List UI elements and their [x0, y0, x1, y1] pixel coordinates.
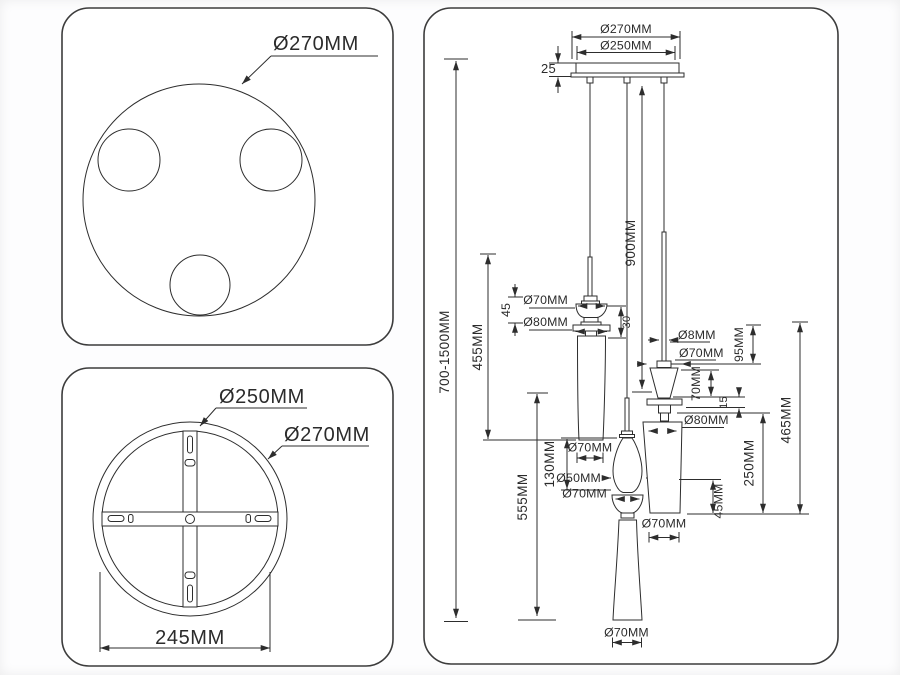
right-rod-dia-text: Ø8MM [678, 328, 716, 342]
panel-border [61, 7, 394, 346]
label-bracket-outer-diameter: Ø270MM [267, 424, 370, 460]
label-left-top-diameter: Ø70MM [523, 293, 605, 309]
canopy-outer-dia-text: Ø270MM [600, 22, 652, 36]
left-disc-dia-text: Ø80MM [523, 315, 568, 329]
label-plate-diameter: Ø270MM [241, 33, 378, 85]
pendant-middle [611, 430, 644, 621]
middle-cone-shade [612, 519, 643, 621]
dim-left-hub-height: 30 [607, 305, 633, 339]
left-cone-shade [576, 335, 607, 441]
left-hub-height-text: 30 [621, 316, 633, 329]
canopy-outer-circle [92, 421, 288, 617]
right-shade-top-dia-text: Ø80MM [684, 413, 729, 427]
dim-canopy-inner: Ø250MM [576, 39, 676, 60]
middle-glass-height-text: 555MM [515, 473, 530, 520]
dim-right-cone-height: 70MM [673, 366, 745, 401]
middle-globe-dia-text: Ø50MM [556, 471, 601, 485]
right-cone-height-text: 70MM [689, 366, 703, 401]
overall-height-text: 700-1500MM [437, 310, 452, 394]
cord-length-text: 900MM [623, 219, 638, 266]
plate-outline [82, 83, 316, 317]
plate-hole-right [239, 128, 303, 192]
dim-canopy-outer: Ø270MM [571, 22, 681, 59]
label-right-rod-diameter: Ø8MM [648, 328, 716, 343]
right-cone-top-dia-text: Ø70MM [679, 346, 724, 360]
mounting-cross-bracket [101, 430, 279, 608]
right-shade-bottom-dia-text: Ø70MM [642, 517, 687, 531]
middle-top-glass-text: 130MM [542, 440, 557, 487]
canopy-inner-dia-text: Ø250MM [600, 39, 652, 53]
left-disc [572, 324, 611, 332]
middle-shade-bottom-dia-text: Ø70MM [604, 626, 649, 640]
left-shade-bottom-dia-text: Ø70MM [568, 441, 613, 455]
plate-diameter-text: Ø270MM [273, 33, 359, 55]
plate-hole-bottom [169, 254, 231, 316]
plate-hole-left [97, 128, 161, 192]
pendant-right [642, 360, 683, 514]
panel-border [423, 7, 839, 665]
right-disc [646, 398, 683, 406]
ceiling-canopy [570, 62, 685, 84]
dim-overall-height: 700-1500MM [437, 58, 468, 622]
canopy-thickness-text: 25 [541, 61, 556, 76]
right-funnel-glass [649, 367, 679, 399]
panel-top-view: Ø270MM [61, 7, 394, 346]
bracket-width-text: 245MM [155, 627, 225, 649]
dim-right-assembly-height: 465MM [687, 321, 809, 515]
dim-right-spacer: 15 [686, 387, 745, 418]
middle-bowl-dia-text: Ø70MM [562, 487, 607, 501]
center-hole [185, 514, 195, 524]
dim-left-top-section: 45 [499, 284, 523, 336]
left-top-dia-text: Ø70MM [523, 293, 568, 307]
label-right-shade-top-diameter: Ø80MM [648, 413, 729, 434]
dim-middle-glass-height: 555MM [515, 392, 556, 621]
right-lower-section-text: 45MM [712, 484, 726, 519]
right-cone-shade [642, 421, 683, 514]
label-left-disc-diameter: Ø80MM [523, 315, 607, 335]
panel-bracket-view: Ø250MM Ø270MM 245MM [61, 367, 394, 667]
middle-globe-glass [612, 437, 643, 493]
label-middle-bowl-diameter: Ø70MM [562, 487, 640, 502]
right-spacer-text: 15 [718, 396, 730, 409]
bracket-inner-diameter-text: Ø250MM [219, 386, 305, 408]
dim-left-glass-height: 455MM [470, 253, 576, 441]
suspension-cords [587, 83, 667, 432]
label-right-cone-top-diameter: Ø70MM [637, 346, 724, 367]
dim-canopy-thickness: 25 [541, 46, 576, 93]
dim-right-shade-height: 250MM [677, 412, 770, 513]
panel-side-view: Ø270MM Ø250MM 25 700-1500MM 900MM [423, 7, 839, 665]
left-glass-height-text: 455MM [470, 323, 485, 370]
dim-middle-shade-bottom: Ø70MM [604, 626, 649, 648]
label-bracket-inner-diameter: Ø250MM [199, 386, 307, 427]
dim-right-fitting-height: 95MM [671, 324, 761, 365]
dim-right-shade-bottom: Ø70MM [642, 517, 687, 543]
right-assembly-height-text: 465MM [779, 396, 794, 443]
dim-left-shade-bottom: Ø70MM [568, 441, 613, 463]
dim-bracket-width: 245MM [99, 572, 271, 652]
left-top-section-text: 45 [499, 303, 513, 317]
right-shade-height-text: 250MM [742, 439, 757, 486]
dim-middle-top-glass: 130MM [542, 437, 617, 491]
right-fitting-height-text: 95MM [732, 327, 746, 362]
bracket-outer-diameter-text: Ø270MM [284, 424, 370, 446]
dim-right-lower-section: 45MM [679, 479, 726, 519]
